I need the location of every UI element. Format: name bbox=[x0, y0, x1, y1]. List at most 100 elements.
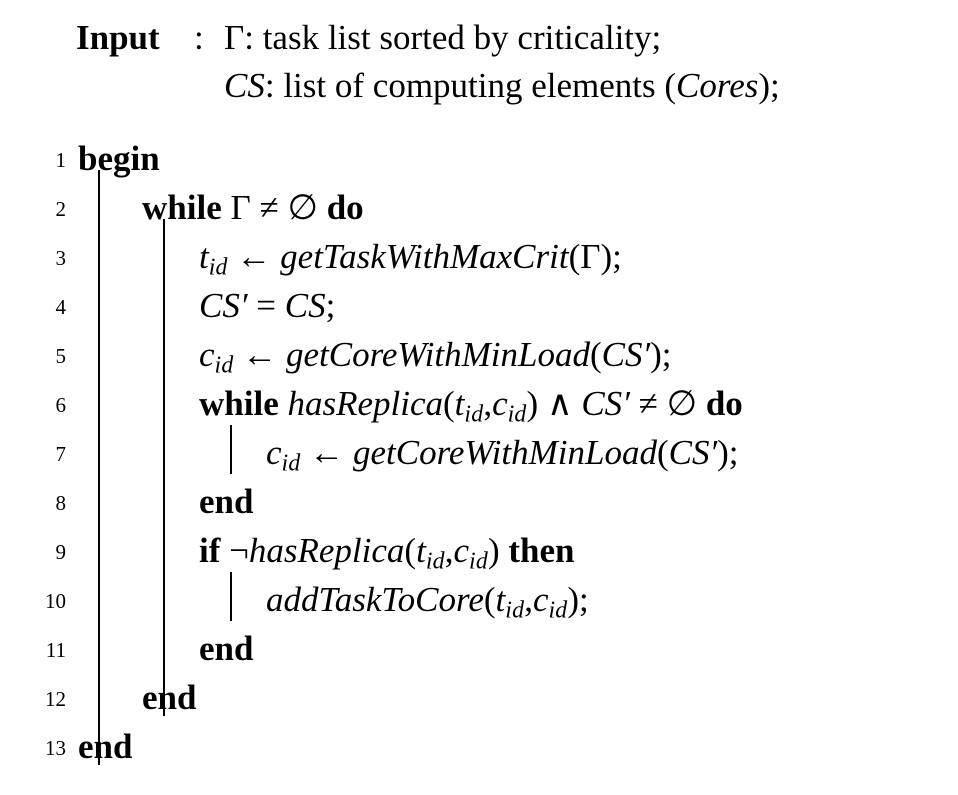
code-line: 9 if ¬hasReplica(tid,cid) then bbox=[0, 526, 958, 575]
line-number: 11 bbox=[45, 638, 66, 662]
line-content: cid ← getCoreWithMinLoad(CS′); bbox=[199, 330, 672, 391]
indent-rule-depth-1 bbox=[98, 170, 100, 765]
indent-rule-depth-3-if bbox=[230, 572, 232, 621]
line-number: 8 bbox=[55, 491, 67, 515]
comma: , bbox=[483, 384, 493, 423]
variable-cs-prime: CS′ bbox=[601, 335, 651, 374]
input-label: Input bbox=[76, 18, 160, 57]
paren-close-semicolon: ); bbox=[600, 237, 622, 276]
keyword-while: while bbox=[199, 384, 279, 423]
space bbox=[220, 531, 229, 570]
paren-open: ( bbox=[404, 531, 417, 570]
line-number: 1 bbox=[55, 148, 67, 172]
header-row-cs: CS: list of computing elements (Cores); bbox=[0, 62, 958, 110]
code-line: 4 CS′ = CS; bbox=[0, 281, 958, 330]
code-line: 7 cid ← getCoreWithMinLoad(CS′); bbox=[0, 428, 958, 477]
not-equal-operator: ≠ bbox=[250, 188, 288, 227]
line-content: while Γ ≠ ∅ do bbox=[142, 183, 364, 232]
function-hasreplica: hasReplica bbox=[248, 531, 405, 570]
line-number: 2 bbox=[55, 197, 67, 221]
line-content: end bbox=[199, 624, 253, 673]
variable-c: cid bbox=[532, 580, 568, 624]
variable-cs: CS bbox=[284, 286, 326, 325]
keyword-then: then bbox=[499, 531, 575, 570]
assign-arrow: ← bbox=[227, 237, 281, 276]
function-getcorewithminload: getCoreWithMinLoad bbox=[285, 335, 590, 374]
not-equal-operator: ≠ bbox=[629, 384, 667, 423]
paren-open: ( bbox=[483, 580, 496, 619]
code-line: 10 addTaskToCore(tid,cid); bbox=[0, 575, 958, 624]
function-hasreplica: hasReplica bbox=[287, 384, 444, 423]
gamma-symbol: Γ bbox=[224, 18, 245, 57]
indent-rule-depth-3-while bbox=[230, 425, 232, 474]
equals-operator: = bbox=[247, 286, 285, 325]
paren-close-semicolon: ); bbox=[567, 580, 589, 619]
code-line: 11 end bbox=[0, 624, 958, 673]
variable-t: tid bbox=[199, 237, 228, 281]
gamma-description: : task list sorted by criticality; bbox=[244, 18, 662, 57]
line-number: 12 bbox=[45, 687, 66, 711]
line-number: 4 bbox=[55, 295, 67, 319]
line-number: 7 bbox=[55, 442, 67, 466]
line-content: while hasReplica(tid,cid) ∧ CS′ ≠ ∅ do bbox=[199, 379, 743, 440]
line-content: end bbox=[142, 673, 196, 722]
line-content: CS′ = CS; bbox=[199, 281, 335, 330]
code-line: 12 end bbox=[0, 673, 958, 722]
paren-close-semicolon: ); bbox=[650, 335, 672, 374]
line-content: if ¬hasReplica(tid,cid) then bbox=[199, 526, 574, 587]
indent-rule-depth-2 bbox=[163, 219, 165, 716]
line-number: 5 bbox=[55, 344, 67, 368]
variable-cs-prime: CS′ bbox=[581, 384, 630, 423]
cores-emphasis: Cores bbox=[676, 66, 759, 105]
keyword-do: do bbox=[697, 384, 743, 423]
line-content: tid ← getTaskWithMaxCrit(Γ); bbox=[199, 232, 622, 293]
cs-symbol: CS bbox=[224, 66, 265, 105]
cs-description: : list of computing elements (Cores); bbox=[264, 66, 780, 105]
header-row-gamma: Input : Γ: task list sorted by criticali… bbox=[0, 14, 958, 62]
header-gamma-text: Γ: task list sorted by criticality; bbox=[224, 14, 661, 62]
line-content: end bbox=[199, 477, 253, 526]
emptyset-symbol: ∅ bbox=[666, 384, 698, 423]
keyword-end: end bbox=[199, 629, 254, 668]
keyword-end: end bbox=[199, 482, 254, 521]
code-line: 6 while hasReplica(tid,cid) ∧ CS′ ≠ ∅ do bbox=[0, 379, 958, 428]
variable-t: tid bbox=[454, 384, 484, 428]
variable-t: tid bbox=[416, 531, 445, 575]
function-getcorewithminload: getCoreWithMinLoad bbox=[352, 433, 657, 472]
keyword-begin: begin bbox=[78, 139, 160, 178]
negation-symbol: ¬ bbox=[229, 531, 249, 570]
line-content: addTaskToCore(tid,cid); bbox=[266, 575, 589, 636]
gamma-symbol: Γ bbox=[230, 188, 251, 227]
emptyset-symbol: ∅ bbox=[287, 188, 318, 227]
variable-cs-prime: CS′ bbox=[668, 433, 718, 472]
logical-and-operator: ∧ bbox=[538, 384, 582, 423]
code-line: 2 while Γ ≠ ∅ do bbox=[0, 183, 958, 232]
paren-open: ( bbox=[589, 335, 602, 374]
variable-c: cid bbox=[266, 433, 301, 477]
keyword-if: if bbox=[199, 531, 221, 570]
keyword-do: do bbox=[317, 188, 364, 227]
paren-close: ) bbox=[526, 384, 539, 423]
line-content: end bbox=[78, 722, 132, 771]
line-number: 6 bbox=[55, 393, 67, 417]
code-line: 1 begin bbox=[0, 134, 958, 183]
paren-open: ( bbox=[656, 433, 669, 472]
comma: , bbox=[444, 531, 454, 570]
line-number: 3 bbox=[55, 246, 67, 270]
semicolon: ; bbox=[325, 286, 336, 325]
function-addtasktocore: addTaskToCore bbox=[266, 580, 484, 619]
function-gettaskwithmaxcrit: getTaskWithMaxCrit bbox=[280, 237, 569, 276]
line-number: 10 bbox=[45, 589, 66, 613]
code-line: 3 tid ← getTaskWithMaxCrit(Γ); bbox=[0, 232, 958, 281]
paren-open: ( bbox=[568, 237, 581, 276]
line-number: 9 bbox=[55, 540, 67, 564]
line-content: cid ← getCoreWithMinLoad(CS′); bbox=[266, 428, 739, 489]
keyword-end: end bbox=[142, 678, 197, 717]
code-line: 8 end bbox=[0, 477, 958, 526]
variable-t: tid bbox=[495, 580, 525, 624]
paren-open: ( bbox=[443, 384, 455, 423]
variable-cs-prime: CS′ bbox=[199, 286, 248, 325]
algorithm-body: 1 begin 2 while Γ ≠ ∅ do 3 tid ← getTask… bbox=[0, 134, 958, 771]
header-cs-text: CS: list of computing elements (Cores); bbox=[224, 62, 780, 110]
